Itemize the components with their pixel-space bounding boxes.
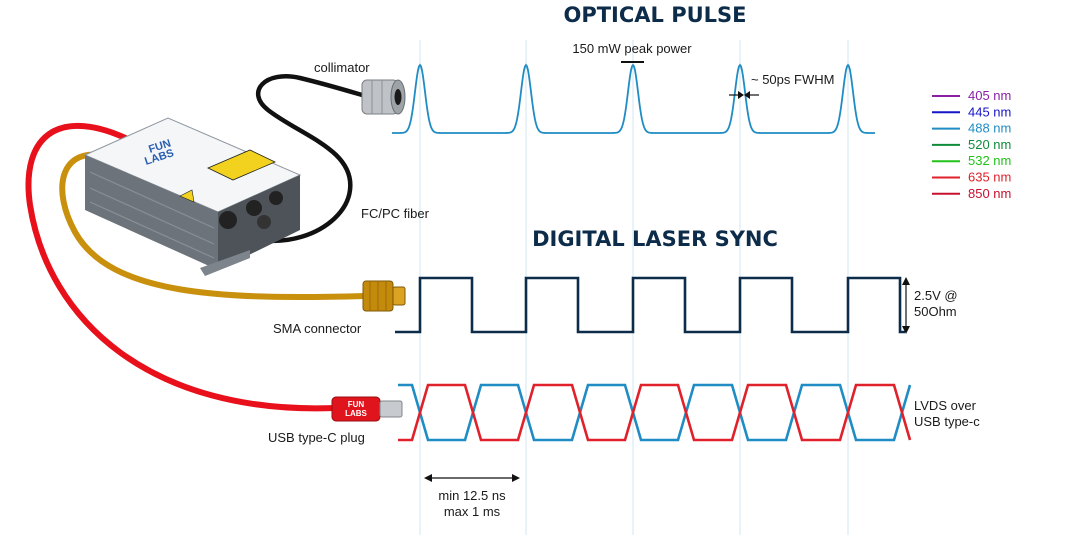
period-max-label: max 1 ms [444,504,501,519]
lvds-signal-red [398,383,912,442]
usb-c-plug-icon: FUN LABS [331,396,403,422]
fc-pc-fiber-cable [215,74,365,243]
voltage-label: 2.5V @ [914,288,958,303]
fwhm-arrows [729,91,759,99]
period-min-label: min 12.5 ns [438,488,506,503]
legend-label: 532 nm [968,153,1011,168]
lvds-signal-blue [398,383,912,442]
plug-brand-label-2: LABS [345,409,367,418]
usb-plug-label: USB type-C plug [268,430,365,445]
fiber-label: FC/PC fiber [361,206,430,221]
legend-label: 520 nm [968,137,1011,152]
laser-sync-square-wave [395,276,905,334]
impedance-label: 50Ohm [914,304,957,319]
gold-sma-cable [59,151,368,301]
fwhm-label: ~ 50ps FWHM [751,72,834,87]
lvds-label: LVDS over [914,398,977,413]
plug-brand-label: FUN [348,400,365,409]
digital-laser-sync-title: DIGITAL LASER SYNC [532,227,778,251]
legend-label: 445 nm [968,104,1011,119]
legend-label: 488 nm [968,121,1011,136]
sma-connector-icon [362,280,406,312]
peak-power-label: 150 mW peak power [572,41,692,56]
collimator-icon [361,79,406,115]
period-arrow [424,474,520,482]
voltage-bracket [902,277,910,334]
lvds-usb-label: USB type-c [914,414,980,429]
legend-label: 405 nm [968,88,1011,103]
collimator-label: collimator [314,60,370,75]
sma-connector-label: SMA connector [273,321,362,336]
laser-module-icon: FUN LABS [83,117,302,276]
optical-pulse-wave [392,63,875,134]
red-usb-cable [25,122,338,412]
legend-label: 635 nm [968,170,1011,185]
optical-pulse-title: OPTICAL PULSE [563,3,746,27]
legend-label: 850 nm [968,186,1011,201]
